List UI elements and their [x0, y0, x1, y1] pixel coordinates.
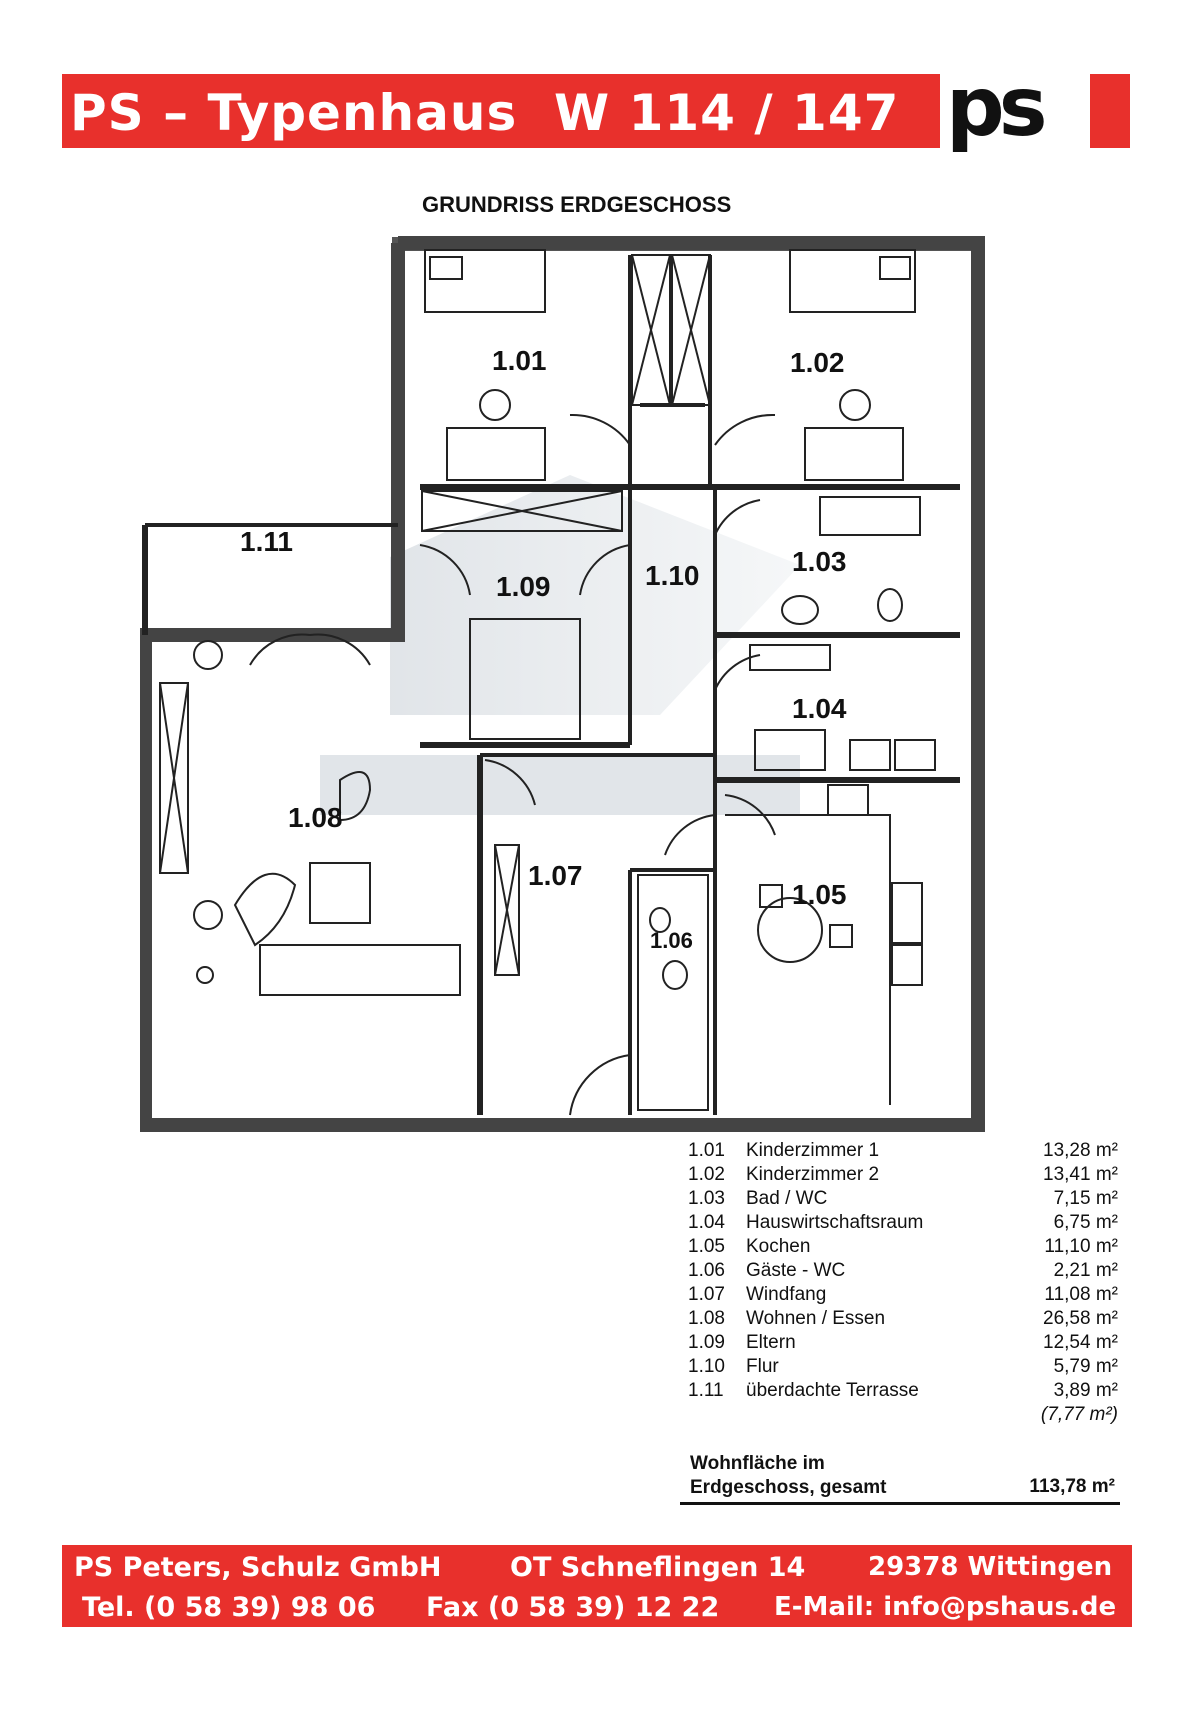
room-label-1-05: 1.05 [792, 879, 847, 910]
total-label-line1: Wohnfläche im [690, 1453, 825, 1474]
terrace-full-area: (7,77 m²) [1040, 1404, 1118, 1425]
room-area: 13,41 m² [1043, 1164, 1118, 1185]
room-name: Wohnen / Essen [746, 1308, 886, 1329]
room-number: 1.02 [688, 1164, 725, 1185]
room-area: 3,89 m² [1053, 1380, 1118, 1401]
room-area: 11,08 m² [1044, 1284, 1118, 1305]
room-name: Flur [746, 1356, 779, 1377]
room-area: 5,79 m² [1053, 1356, 1118, 1377]
room-label-1-06: 1.06 [650, 928, 693, 953]
table-row: 1.02 Kinderzimmer 2 13,41 m² [688, 1164, 1118, 1188]
room-label-1-09: 1.09 [496, 571, 551, 602]
room-number: 1.11 [688, 1380, 724, 1401]
room-number: 1.03 [688, 1188, 725, 1209]
room-label-1-11: 1.11 [240, 526, 293, 557]
table-row: 1.03 Bad / WC 7,15 m² [688, 1188, 1118, 1212]
room-area: 26,58 m² [1043, 1308, 1118, 1329]
room-label-1-02: 1.02 [790, 347, 845, 378]
table-row: 1.11 überdachte Terrasse 3,89 m² [688, 1380, 1118, 1404]
room-area: 12,54 m² [1043, 1332, 1118, 1353]
walls [140, 236, 985, 1132]
room-area: 7,15 m² [1053, 1188, 1118, 1209]
plan-heading: GRUNDRISS ERDGESCHOSS [422, 192, 732, 217]
floor-plan: 1.01 1.02 1.03 1.04 1.05 1.06 1.07 1.08 … [140, 236, 985, 1132]
room-label-1-03: 1.03 [792, 546, 847, 577]
footer-city: 29378 Wittingen [868, 1552, 1113, 1582]
footer-phone: Tel. (0 58 39) 98 06 [82, 1592, 376, 1623]
table-row: 1.08 Wohnen / Essen 26,58 m² [688, 1308, 1118, 1332]
shading-band [320, 755, 800, 815]
room-label-1-08: 1.08 [288, 802, 343, 833]
logo-text: ps [946, 60, 1047, 155]
room-name: Kinderzimmer 2 [746, 1164, 880, 1185]
room-number: 1.08 [688, 1308, 725, 1329]
total-divider [680, 1502, 1120, 1505]
room-name: Eltern [746, 1332, 796, 1353]
room-area: 13,28 m² [1043, 1140, 1118, 1161]
table-row: 1.06 Gäste - WC 2,21 m² [688, 1260, 1118, 1284]
room-name: Kinderzimmer 1 [746, 1140, 880, 1161]
room-name: Windfang [746, 1284, 827, 1305]
room-name: Gäste - WC [746, 1260, 846, 1281]
room-area: 11,10 m² [1044, 1236, 1118, 1257]
room-number: 1.10 [688, 1356, 725, 1377]
table-row: (7,77 m²) [688, 1404, 1118, 1428]
room-label-1-04: 1.04 [792, 693, 847, 724]
room-name: überdachte Terrasse [746, 1380, 919, 1401]
room-label-1-07: 1.07 [528, 860, 583, 891]
table-row: 1.09 Eltern 12,54 m² [688, 1332, 1118, 1356]
page-title: PS – Typenhaus W 114 / 147 [70, 84, 900, 142]
room-number: 1.05 [688, 1236, 725, 1257]
area-table: 1.01 Kinderzimmer 1 13,28 m² 1.02 Kinderzim… [688, 1140, 1118, 1428]
room-number: 1.01 [688, 1140, 725, 1161]
footer-email[interactable]: E-Mail: info@pshaus.de [774, 1592, 1117, 1622]
room-name: Kochen [746, 1236, 811, 1257]
table-row: 1.10 Flur 5,79 m² [688, 1356, 1118, 1380]
table-row: 1.07 Windfang 11,08 m² [688, 1284, 1118, 1308]
room-number: 1.04 [688, 1212, 725, 1233]
room-name: Bad / WC [746, 1188, 828, 1209]
room-label-1-01: 1.01 [492, 345, 547, 376]
footer-banner [62, 1545, 1132, 1627]
table-row: 1.05 Kochen 11,10 m² [688, 1236, 1118, 1260]
total-label-line2: Erdgeschoss, gesamt [690, 1477, 887, 1498]
footer-company: PS Peters, Schulz GmbH [74, 1552, 442, 1583]
total-value: 113,78 m² [1029, 1476, 1115, 1497]
company-logo [940, 58, 1090, 154]
room-name: Hauswirtschaftsraum [746, 1212, 924, 1233]
footer-fax: Fax (0 58 39) 12 22 [426, 1592, 720, 1623]
room-number: 1.09 [688, 1332, 725, 1353]
room-number: 1.07 [688, 1284, 725, 1305]
room-area: 2,21 m² [1053, 1260, 1118, 1281]
table-row: 1.01 Kinderzimmer 1 13,28 m² [688, 1140, 1118, 1164]
room-number: 1.06 [688, 1260, 725, 1281]
room-label-1-10: 1.10 [645, 560, 700, 591]
room-area: 6,75 m² [1053, 1212, 1118, 1233]
roof-shading [390, 475, 800, 715]
footer-street: OT Schneflingen 14 [510, 1552, 806, 1583]
total-label: Wohnfläche im Erdgeschoss, gesamt [690, 1452, 886, 1500]
table-row: 1.04 Hauswirtschaftsraum 6,75 m² [688, 1212, 1118, 1236]
